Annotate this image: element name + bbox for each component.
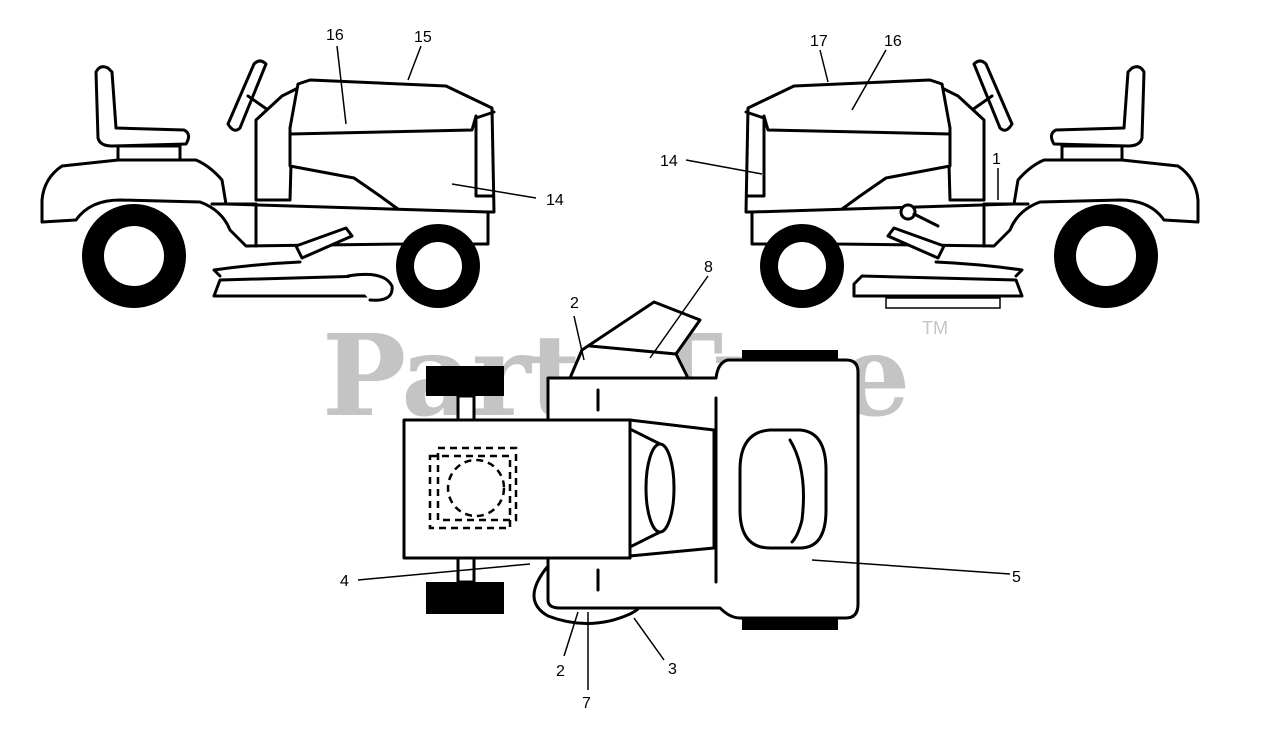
callout-2-top: 2 [570,295,579,312]
right-mower-deck [852,274,1024,298]
top-rear-wheel-upper [426,366,504,396]
right-steering-wheel [970,59,1014,132]
right-seat [1049,65,1146,162]
callout-16-left: 16 [326,27,344,44]
top-steering [644,442,676,534]
callout-3: 3 [668,661,677,678]
left-hood [288,78,496,214]
left-pedal [294,226,354,260]
watermark-trademark: TM [922,318,948,338]
callout-14-left: 14 [546,192,564,209]
callout-14-right: 14 [660,153,678,170]
top-hood-oval [738,428,828,550]
right-hood [744,78,952,214]
callout-2-bottom: 2 [556,663,565,680]
left-seat [94,65,191,162]
callout-4: 4 [340,573,349,590]
tractor-right-side-view: 17 16 14 1 [660,33,1200,309]
callout-16-right: 16 [884,33,902,50]
left-steering-wheel [226,59,270,132]
callout-5: 5 [1012,569,1021,586]
callout-17: 17 [810,33,828,50]
callout-15: 15 [414,29,432,46]
callout-8: 8 [704,259,713,276]
top-rear-wheel-lower [426,582,504,614]
tractor-top-view: 2 8 4 5 2 3 7 [340,259,1021,712]
tractor-left-side-view: 16 15 14 [40,27,564,308]
callout-1: 1 [992,151,1001,168]
right-pedal [886,226,946,260]
top-rear-box [402,418,632,560]
callout-7: 7 [582,695,591,712]
